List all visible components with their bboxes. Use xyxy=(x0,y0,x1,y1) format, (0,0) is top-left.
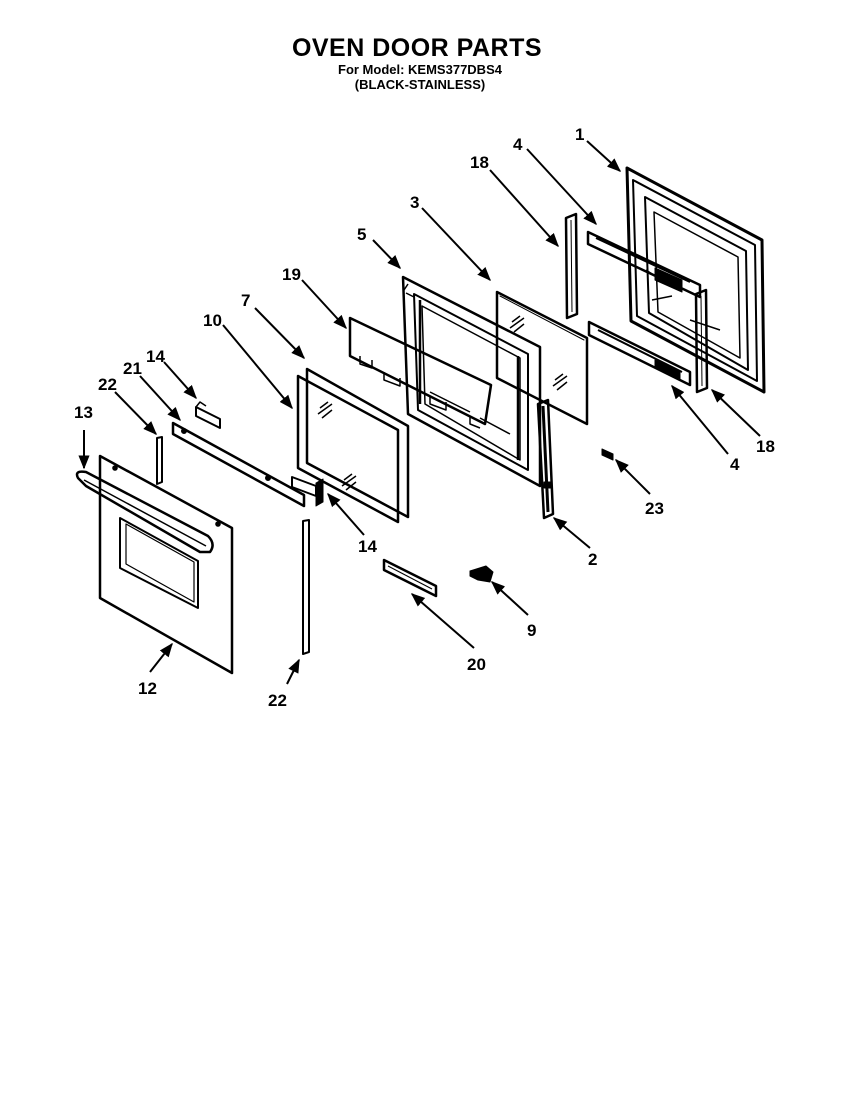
part-22-lower-strip xyxy=(302,519,310,655)
callout-18: 18 xyxy=(470,153,489,172)
model-subtitle: For Model: KEMS377DBS4 xyxy=(338,62,502,77)
part-4-upper-channel xyxy=(586,230,702,299)
part-14-upper-bracket xyxy=(195,401,221,429)
callout-12: 12 xyxy=(138,679,157,698)
leader-lines xyxy=(78,140,761,685)
callout-22: 22 xyxy=(268,691,287,710)
part-2-hinge-strip xyxy=(536,398,555,520)
part-14-lower-bracket xyxy=(291,476,324,507)
callout-18: 18 xyxy=(756,437,775,456)
part-19-deflector xyxy=(348,316,493,429)
callout-3: 3 xyxy=(410,193,419,212)
callout-2: 2 xyxy=(588,550,597,569)
color-subtitle: (BLACK-STAINLESS) xyxy=(354,77,486,92)
part-20-vent xyxy=(382,558,438,598)
part-18-right-strip xyxy=(694,288,709,394)
callout-20: 20 xyxy=(467,655,486,674)
part-10-inner-glass xyxy=(296,374,400,524)
callout-13: 13 xyxy=(74,403,93,422)
part-7-middle-glass xyxy=(305,367,410,519)
callout-5: 5 xyxy=(357,225,366,244)
callout-22: 22 xyxy=(98,375,117,394)
page-title: OVEN DOOR PARTS xyxy=(291,34,543,62)
callout-1: 1 xyxy=(575,125,584,144)
part-23-clip xyxy=(601,448,614,461)
part-9-latch xyxy=(469,565,494,583)
part-22-upper-strip xyxy=(156,436,163,485)
callout-23: 23 xyxy=(645,499,664,518)
callout-14: 14 xyxy=(358,537,377,556)
callout-4: 4 xyxy=(730,455,740,474)
callout-14: 14 xyxy=(146,347,165,366)
part-13-handle xyxy=(75,470,214,554)
part-21-trim-bar xyxy=(171,421,306,508)
callout-21: 21 xyxy=(123,359,142,378)
callout-10: 10 xyxy=(203,311,222,330)
part-18-left-strip xyxy=(564,212,579,320)
callout-19: 19 xyxy=(282,265,301,284)
callout-7: 7 xyxy=(241,291,250,310)
part-5-glass-pack-frame xyxy=(401,275,542,488)
part-12-outer-door-panel xyxy=(98,454,234,675)
part-3-rear-glass xyxy=(495,290,589,426)
part-4-lower-channel xyxy=(587,320,692,387)
callout-4: 4 xyxy=(513,135,523,154)
callout-9: 9 xyxy=(527,621,536,640)
callout-labels: 1 4 18 3 5 19 7 10 14 21 22 13 18 4 23 2… xyxy=(74,125,775,710)
